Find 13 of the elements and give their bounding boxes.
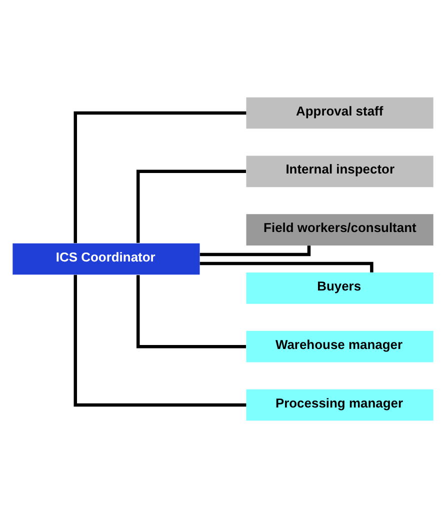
node-box: ICS Coordinator <box>12 243 200 275</box>
connector <box>136 170 246 243</box>
node-box: Field workers/consultant <box>246 214 434 246</box>
connector <box>136 275 246 348</box>
connector <box>74 274 246 407</box>
connector <box>200 246 311 256</box>
node-box: Processing manager <box>246 389 434 421</box>
connector <box>200 262 374 272</box>
node-box: Approval staff <box>246 97 434 129</box>
connector <box>74 111 246 244</box>
node-box: Warehouse manager <box>246 330 434 362</box>
node-box: Buyers <box>246 272 434 304</box>
node-box: Internal inspector <box>246 156 434 188</box>
